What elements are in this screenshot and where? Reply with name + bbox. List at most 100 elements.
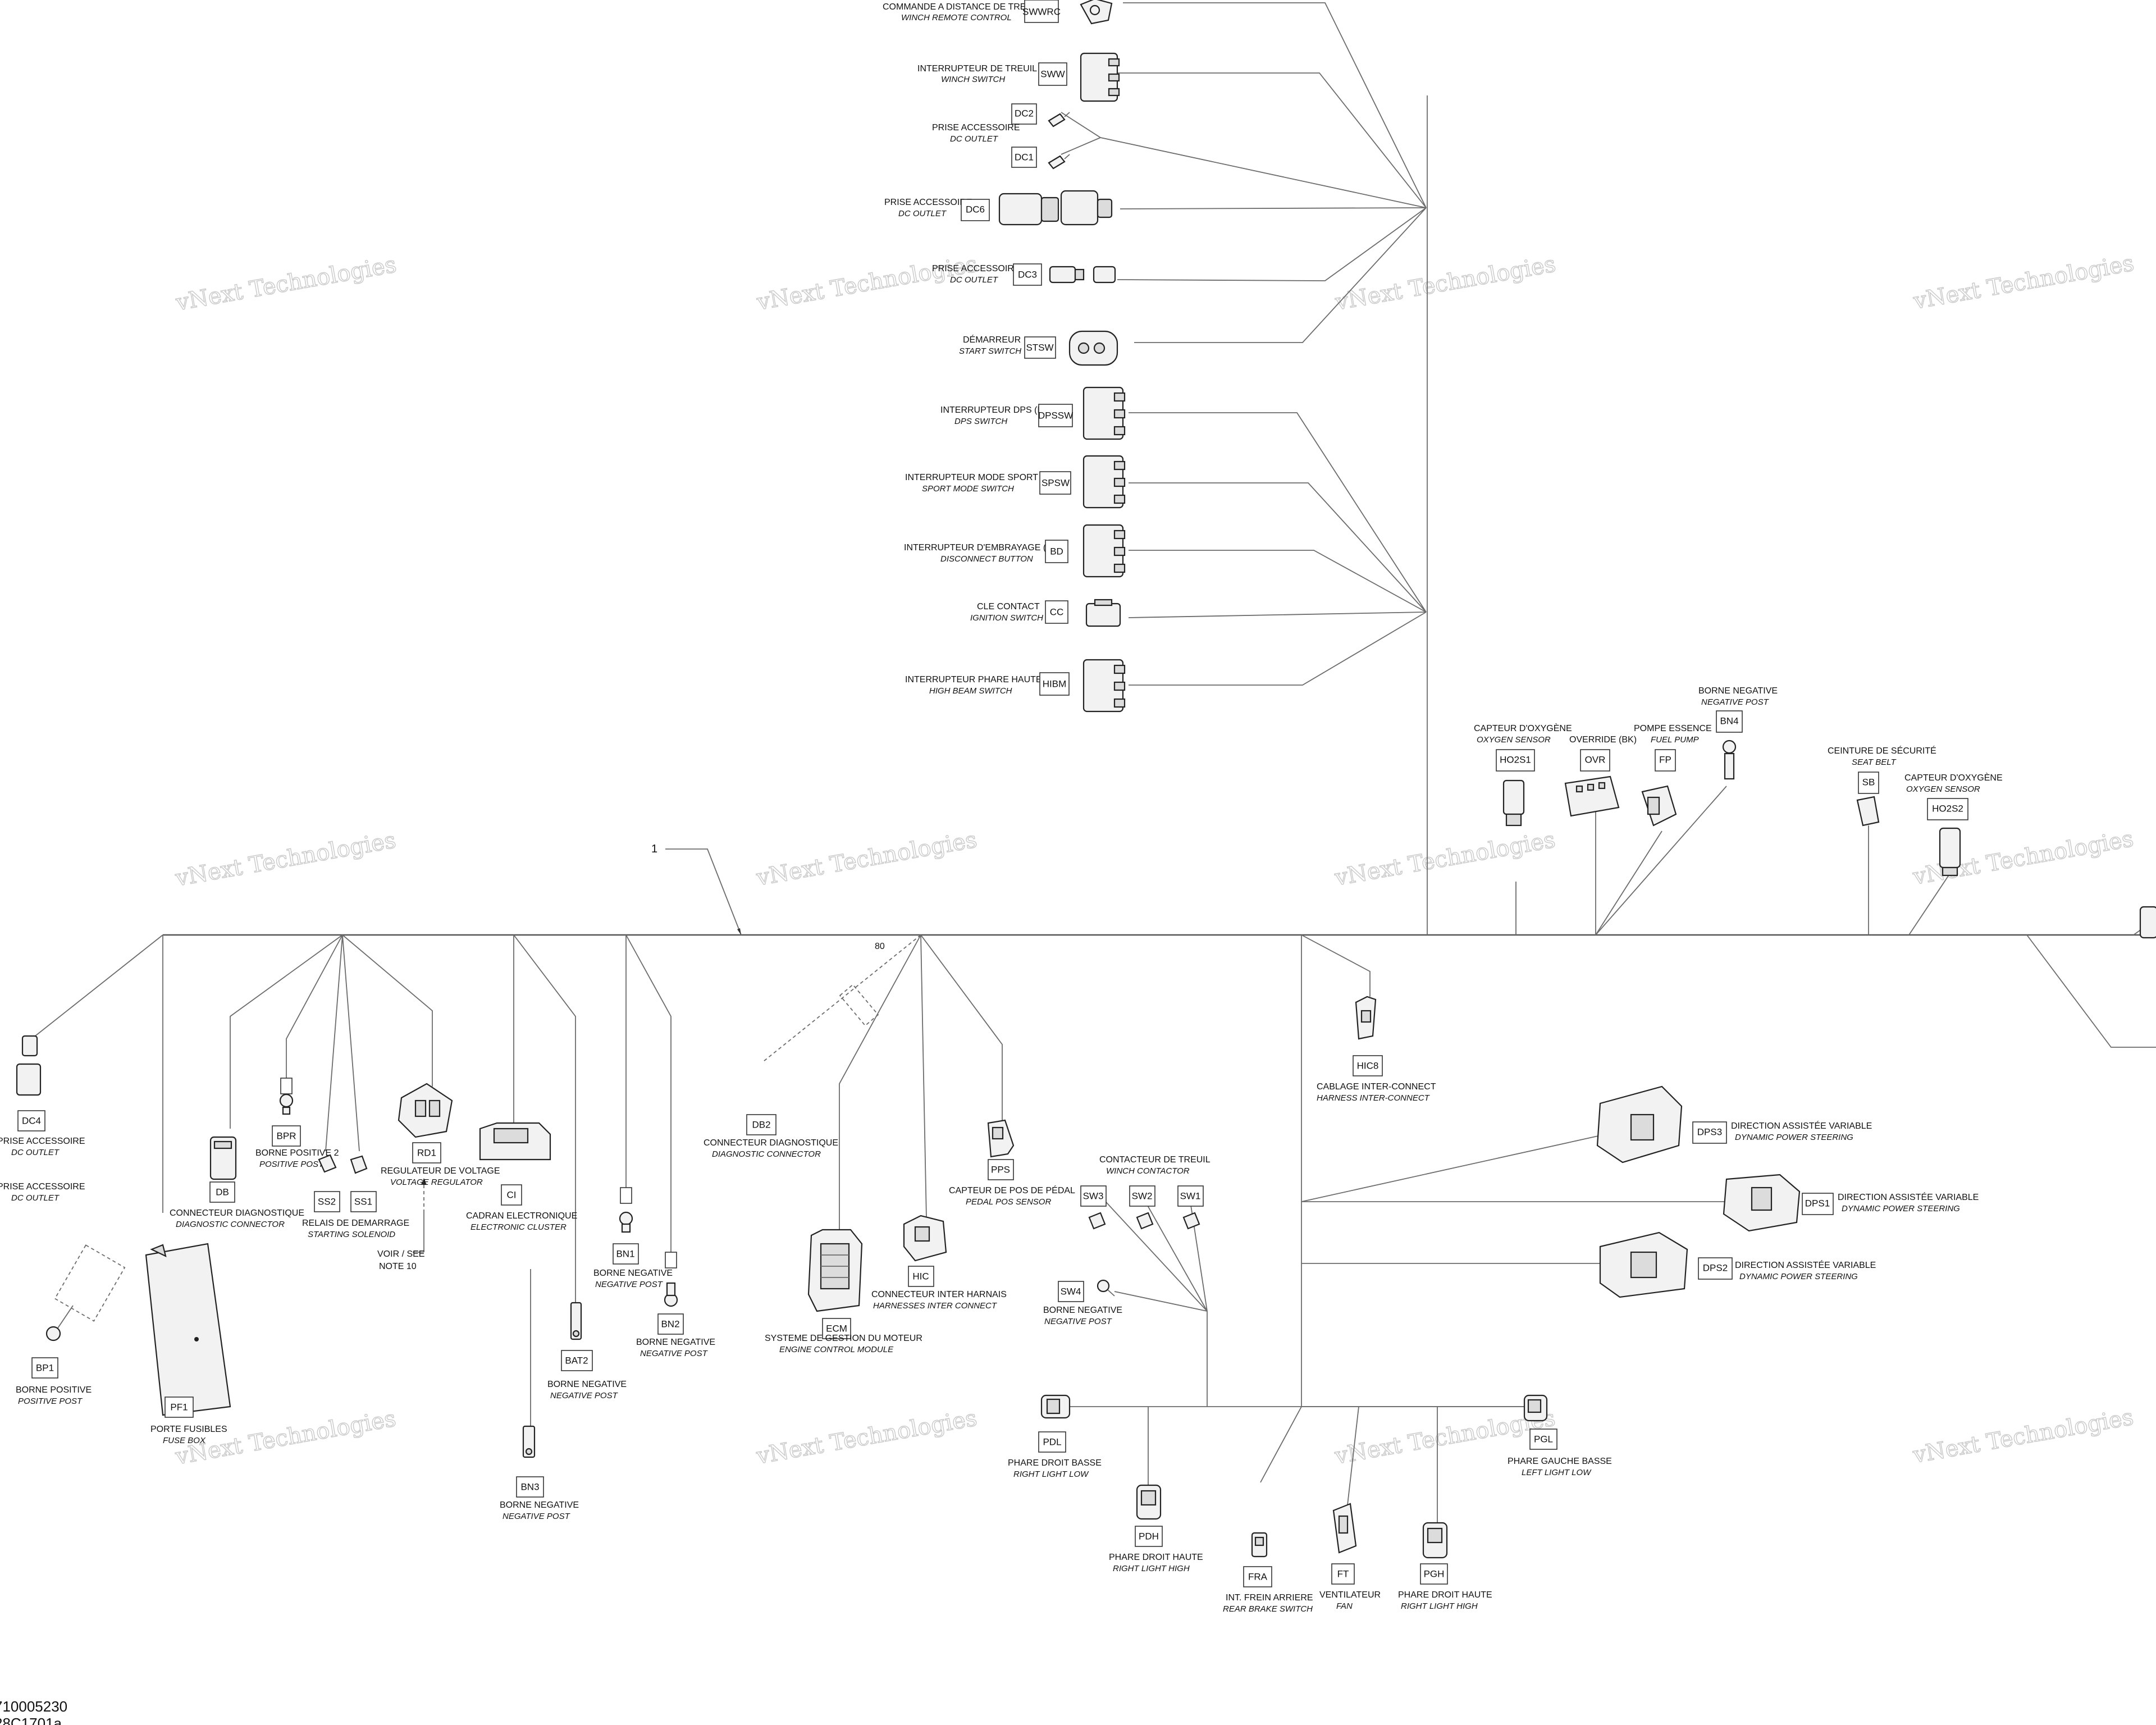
component-ecm: ECM SYSTEME DE GESTION DU MOTEUR ENGINE … <box>765 1229 922 1354</box>
component-db: DB CONNECTEUR DIAGNOSTIQUE DIAGNOSTIC CO… <box>170 1136 304 1229</box>
label-en: OXYGEN SENSOR <box>1906 784 1980 794</box>
connector-code: DPS2 <box>1703 1262 1728 1273</box>
label-en: ELECTRONIC CLUSTER <box>471 1222 567 1232</box>
label-fr-2: PRISE ACCESSOIRE <box>0 1182 85 1192</box>
connector-code: DC1 <box>1015 152 1034 162</box>
component-spsw: INTERRUPTEUR MODE SPORT (BK) SPORT MODE … <box>905 455 1126 509</box>
note-line2: NOTE 10 <box>379 1262 417 1271</box>
label-en: DYNAMIC POWER STEERING <box>1842 1204 1960 1213</box>
connector-icon <box>2139 906 2156 939</box>
connector-code: PF1 <box>170 1402 188 1412</box>
label-fr: PRISE ACCESSOIRE <box>932 264 1020 273</box>
label-en: DISCONNECT BUTTON <box>940 554 1033 564</box>
connector-code: FP <box>1659 754 1671 765</box>
component-dps2: DPS2 DIRECTION ASSISTÉE VARIABLE DYNAMIC… <box>1599 1231 1876 1298</box>
component-ovr: OVERRIDE (BK) OVR <box>1564 735 1637 817</box>
component-hic: HIC CONNECTEUR INTER HARNAIS HARNESSES I… <box>871 1215 1007 1311</box>
inline-connector-icon <box>998 190 1113 226</box>
connector-code: HIC <box>912 1271 929 1281</box>
pump-connector-icon <box>1641 785 1677 827</box>
connector-code: DC6 <box>966 204 985 215</box>
watermark-text: vNext Technologies <box>755 251 979 315</box>
label-en: WINCH SWITCH <box>941 75 1005 84</box>
label-fr: REGULATEUR DE VOLTAGE <box>381 1166 500 1176</box>
component-dpssw: INTERRUPTEUR DPS (BK) DPS SWITCH DPSSW <box>940 386 1126 440</box>
watermark-text: vNext Technologies <box>754 827 979 891</box>
connector-code: SW4 <box>1061 1286 1081 1297</box>
watermarks: vNext Technologies vNext Technologies vN… <box>173 250 2136 1471</box>
component-rd1: RD1 REGULATEUR DE VOLTAGE VOLTAGE REGULA… <box>381 1083 500 1187</box>
component-bn1: BN1 BORNE NEGATIVE NEGATIVE POST <box>593 1187 673 1289</box>
label-en: DC OUTLET <box>950 275 999 285</box>
label-fr: CADRAN ELECTRONIQUE <box>466 1211 577 1221</box>
label-fr: CAPTEUR DE POS DE PÉDAL <box>949 1185 1075 1195</box>
connector-code: HIBM <box>1043 678 1067 689</box>
label-en: OXYGEN SENSOR <box>1477 735 1551 745</box>
component-sww: INTERRUPTEUR DE TREUIL (GN) WINCH SWITCH… <box>917 52 1120 102</box>
contactor-terminal-icon <box>1182 1212 1200 1230</box>
watermark-text: vNext Technologies <box>1911 1404 2135 1468</box>
component-bd: INTERRUPTEUR D'EMBRAYAGE (WH) DISCONNECT… <box>904 524 1126 578</box>
label-en: WINCH REMOTE CONTROL <box>901 13 1012 22</box>
component-fra: FRA INT. FREIN ARRIERE REAR BRAKE SWITCH <box>1223 1532 1313 1614</box>
label-en: START SWITCH <box>959 346 1021 356</box>
watermark-text: vNext Technologies <box>173 1405 398 1470</box>
label-fr: PRISE ACCESSOIRE <box>884 198 972 207</box>
sensor-connector-icon <box>1502 779 1525 827</box>
label-fr: PORTE FUSIBLES <box>150 1425 227 1434</box>
watermark-text: vNext Technologies <box>754 1405 979 1469</box>
component-bn4: BORNE NEGATIVE NEGATIVE POST BN4 <box>1698 686 1778 780</box>
key-switch-connector-icon <box>1085 599 1121 627</box>
label-fr: POMPE ESSENCE <box>1634 724 1712 733</box>
connector-code: PPS <box>991 1164 1010 1175</box>
label-fr: COMMANDE A DISTANCE DE TREUIL <box>883 2 1040 12</box>
component-ci: CI CADRAN ELECTRONIQUE ELECTRONIC CLUSTE… <box>466 1122 577 1232</box>
label-fr: BORNE POSITIVE <box>16 1385 92 1395</box>
label-fr: CONNECTEUR INTER HARNAIS <box>871 1290 1007 1299</box>
label-en: NEGATIVE POST <box>1044 1317 1113 1326</box>
contactor-terminal-icon <box>1136 1212 1154 1230</box>
pedal-sensor-connector-icon <box>987 1119 1015 1158</box>
headlight-connector-icon <box>1136 1484 1162 1520</box>
component-db2: DB2 CONNECTEUR DIAGNOSTIQUE DIAGNOSTIC C… <box>704 984 879 1159</box>
component-fp: POMPE ESSENCE FUEL PUMP FP <box>1634 724 1712 827</box>
label-fr: PRISE ACCESSOIRE <box>932 123 1020 133</box>
connector-code: SW2 <box>1132 1190 1153 1201</box>
component-ss1: SS1 RELAIS DE DEMARRAGE STARTING SOLENOI… <box>302 1155 409 1239</box>
connector-code: SS2 <box>318 1196 336 1207</box>
label-fr: CONTACTEUR DE TREUIL <box>1099 1155 1211 1165</box>
connector-code: PDL <box>1043 1436 1061 1447</box>
component-ho2s2: CAPTEUR D'OXYGÈNE OXYGEN SENSOR HO2S2 <box>1904 772 2003 877</box>
component-pdl: PDL PHARE DROIT BASSE RIGHT LIGHT LOW <box>1008 1394 1102 1479</box>
regulator-connector-icon <box>398 1083 453 1138</box>
connector-code: DPS1 <box>1805 1198 1830 1208</box>
fan-connector-icon <box>1332 1503 1357 1554</box>
label-fr: BORNE NEGATIVE <box>1698 686 1778 696</box>
ring-terminal-icon <box>619 1211 633 1233</box>
label-en: LEFT LIGHT LOW <box>1522 1468 1592 1477</box>
label-fr: CLE CONTACT <box>977 602 1040 611</box>
connector-code: SPSW <box>1042 477 1070 488</box>
component-pps: PPS CAPTEUR DE POS DE PÉDAL PEDAL POS SE… <box>949 1119 1075 1207</box>
label-fr: DIRECTION ASSISTÉE VARIABLE <box>1731 1120 1872 1131</box>
component-winch-contactor: CONTACTEUR DE TREUIL WINCH CONTACTOR <box>1099 1155 1211 1176</box>
component-bat2: BAT2 BORNE NEGATIVE NEGATIVE POST <box>547 1302 627 1400</box>
steering-connector-icon <box>1723 1174 1801 1232</box>
spade-terminal-icon <box>1048 154 1070 170</box>
label-fr: INTERRUPTEUR PHARE HAUTE (BK) <box>905 675 1062 684</box>
fuse-box-icon <box>145 1243 231 1416</box>
connector-code: BAT2 <box>565 1355 588 1366</box>
label-fr: PHARE DROIT BASSE <box>1008 1458 1102 1468</box>
label-fr: INTERRUPTEUR D'EMBRAYAGE (WH) <box>904 543 1064 553</box>
ring-terminal-icon <box>664 1282 678 1307</box>
connector-code: DPSSW <box>1038 410 1073 421</box>
spade-terminal-icon <box>1048 112 1070 127</box>
label-fr: INTERRUPTEUR MODE SPORT (BK) <box>905 473 1058 482</box>
connector-code: SWW <box>1040 69 1065 79</box>
steering-connector-icon <box>1596 1085 1683 1163</box>
label-en: SPORT MODE SWITCH <box>922 484 1014 494</box>
connector-code: DC3 <box>1018 269 1037 280</box>
drawing-reference: 28C1701a <box>0 1715 62 1725</box>
component-bp1: BP1 BORNE POSITIVE POSITIVE POST <box>16 1244 126 1406</box>
